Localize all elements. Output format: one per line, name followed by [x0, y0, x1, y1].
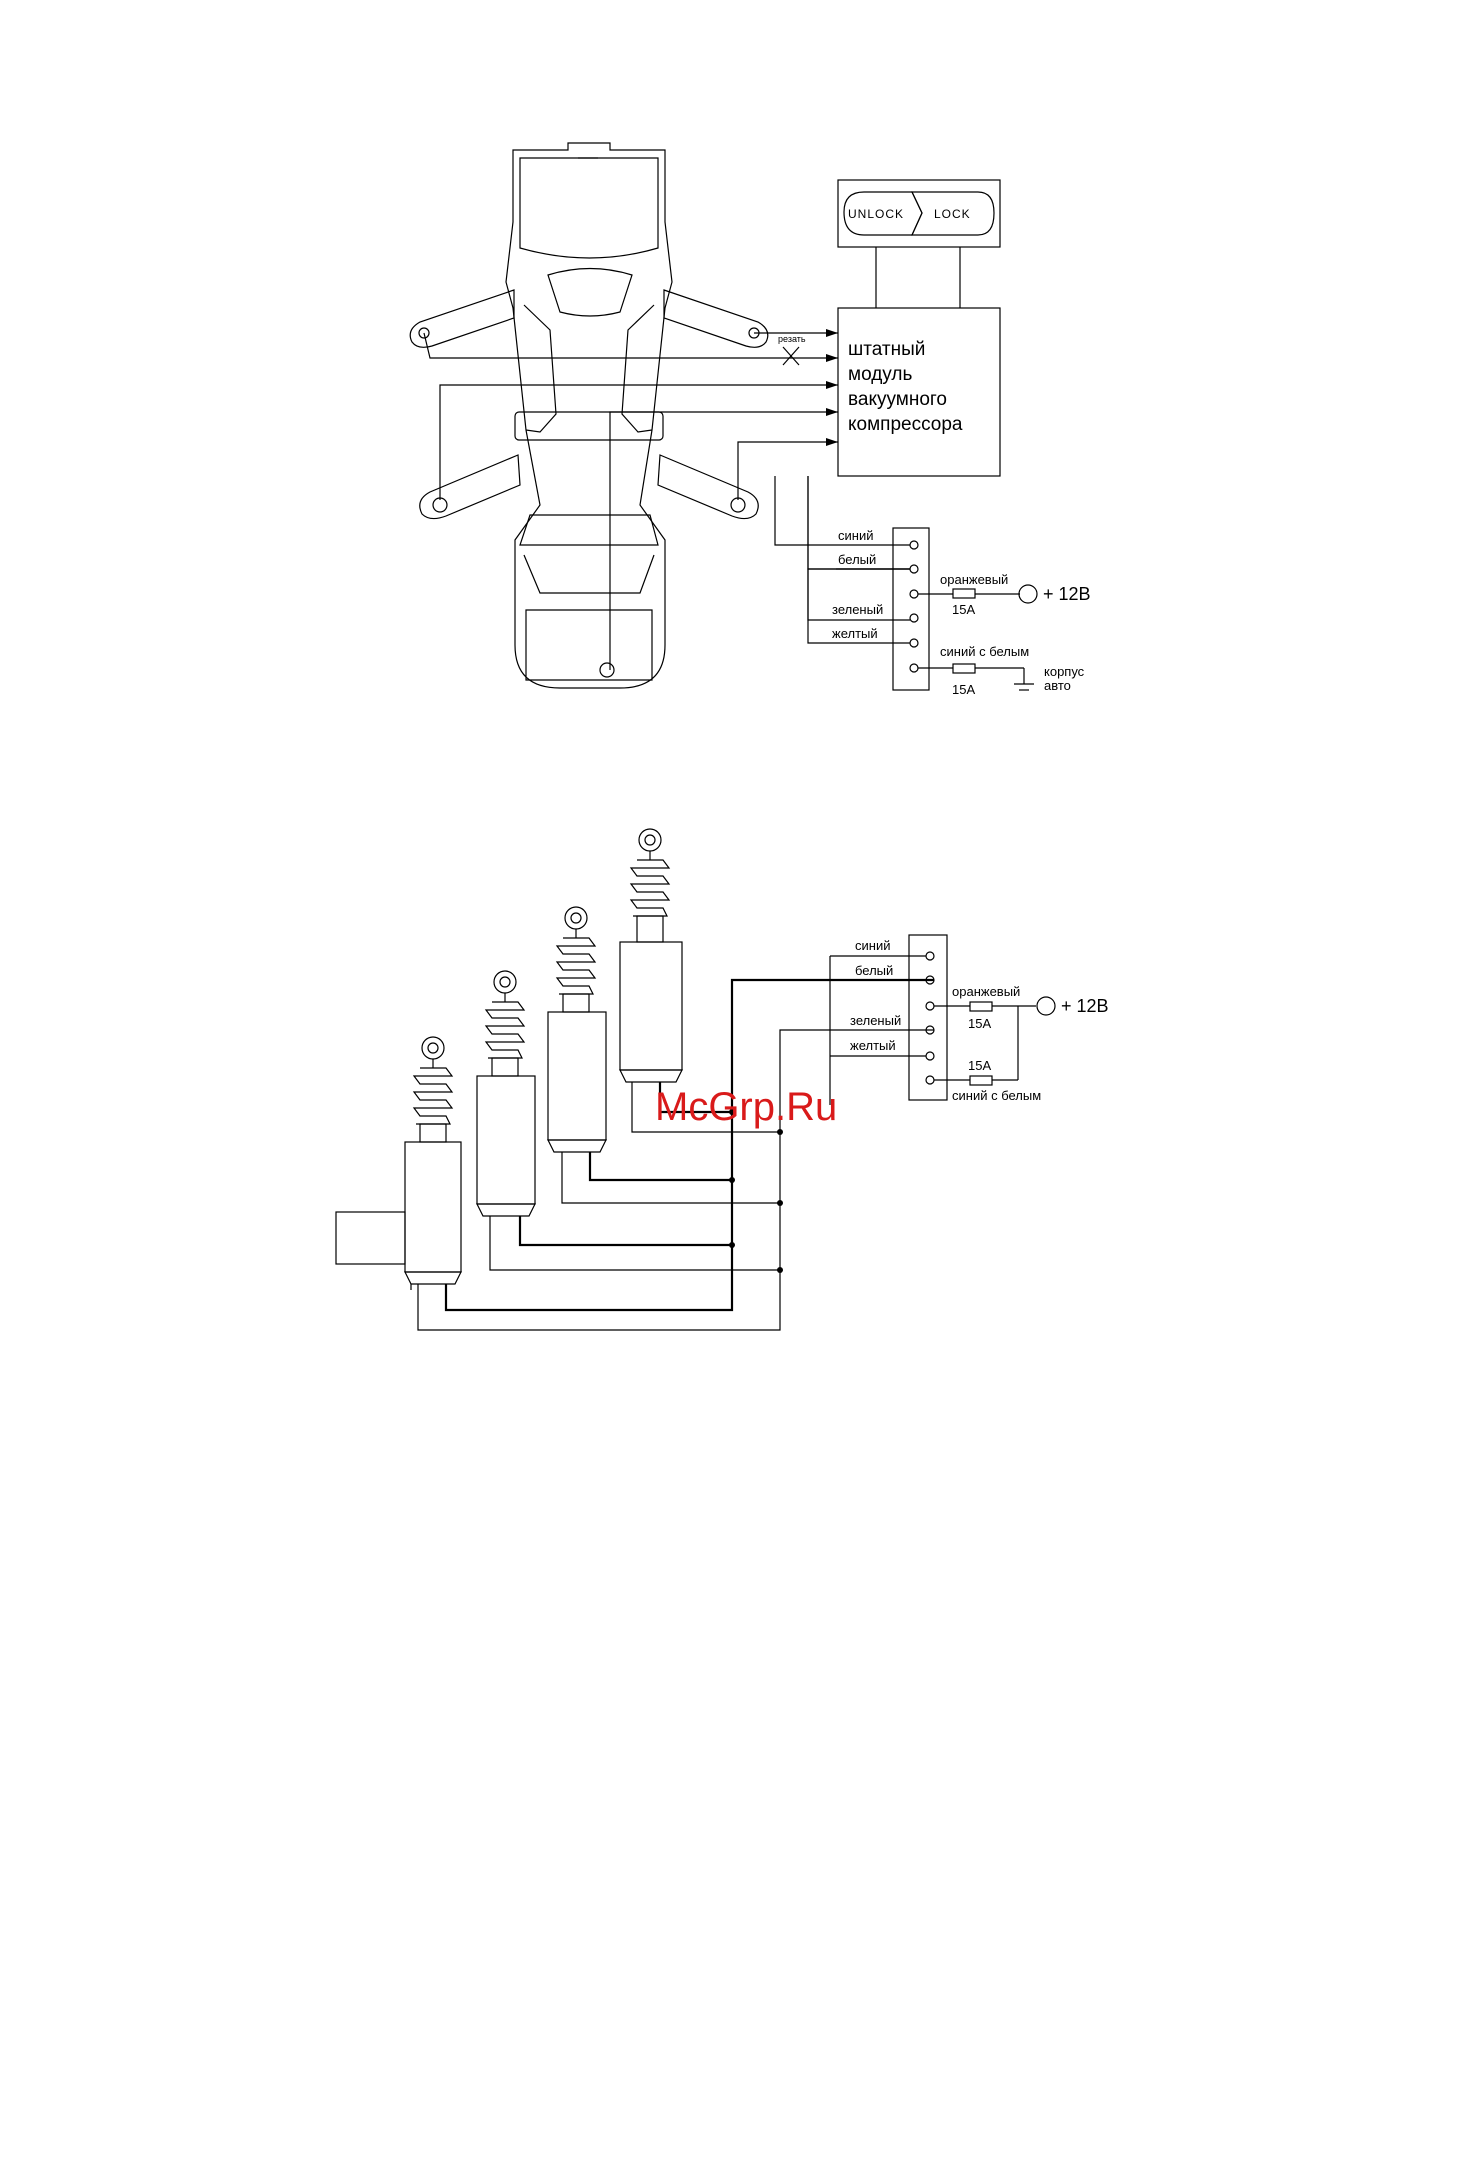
wire2-label-green: зеленый — [850, 1013, 901, 1028]
fuse-1-label: 15A — [952, 602, 975, 617]
power-terminal — [1019, 585, 1037, 603]
wire2-label-blue: синий — [855, 938, 890, 953]
power-label: + 12В — [1043, 584, 1091, 604]
connector-2: синий белый зеленый желтый оранжевый 15A… — [830, 935, 1109, 1105]
power-terminal-2 — [1037, 997, 1055, 1015]
lock-label: LOCK — [934, 207, 971, 221]
wire-label-white: белый — [838, 552, 876, 567]
wire2-label-yellow: желтый — [850, 1038, 896, 1053]
actuator-1 — [336, 1037, 461, 1290]
cut-label: резать — [778, 334, 806, 344]
lock-switch: UNLOCK LOCK — [838, 180, 1000, 308]
ground-label-2: авто — [1044, 678, 1071, 693]
wire2-label-white: белый — [855, 963, 893, 978]
watermark: McGrp.Ru — [655, 1085, 837, 1129]
fuse-3-label: 15A — [968, 1016, 991, 1031]
car-top-view — [410, 143, 768, 688]
wire-label-blue: синий — [838, 528, 873, 543]
wire-label-green: зеленый — [832, 602, 883, 617]
module-line-3: вакуумного — [848, 389, 947, 410]
fuse-4 — [970, 1076, 992, 1085]
power-label-2: + 12В — [1061, 996, 1109, 1016]
wire-label-yellow: желтый — [832, 626, 878, 641]
diagram-2: синий белый зеленый желтый оранжевый 15A… — [336, 829, 1109, 1330]
fuse-1 — [953, 589, 975, 598]
module-line-2: модуль — [848, 364, 912, 385]
wire-label-orange: оранжевый — [940, 572, 1008, 587]
wire2-label-orange: оранжевый — [952, 984, 1020, 999]
actuator-wiring — [418, 980, 934, 1330]
fuse-3 — [970, 1002, 992, 1011]
unlock-label: UNLOCK — [848, 207, 904, 221]
wire2-label-blue-white: синий с белым — [952, 1088, 1041, 1103]
fuse-2-label: 15A — [952, 682, 975, 697]
fuse-2 — [953, 664, 975, 673]
actuator-4 — [620, 829, 682, 1082]
connector-1: синий белый зеленый желтый оранжевый 15A… — [775, 476, 1091, 697]
module-line-4: компрессора — [848, 414, 963, 435]
ground-label-1: корпус — [1044, 664, 1085, 679]
fuse-4-label: 15A — [968, 1058, 991, 1073]
actuator-2 — [477, 971, 535, 1216]
vacuum-compressor-module: штатный модуль вакуумного компрессора — [838, 308, 1000, 476]
module-line-1: штатный — [848, 339, 925, 360]
actuator-3 — [548, 907, 606, 1152]
wire-label-blue-white: синий с белым — [940, 644, 1029, 659]
diagram-1: UNLOCK LOCK штатный модуль вакуумного ко… — [410, 143, 1090, 697]
